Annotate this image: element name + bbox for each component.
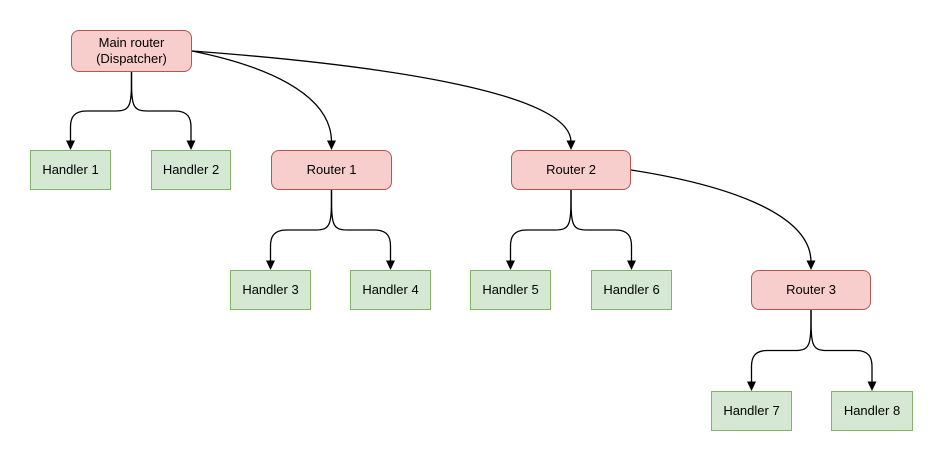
arrowhead-icon [627, 260, 636, 270]
edge-main-r1 [191, 50, 336, 150]
arrowhead-icon [566, 140, 576, 150]
edge-r1-h4 [330, 189, 395, 270]
node-label: Handler 8 [843, 402, 901, 418]
node-label: Main router (Dispatcher) [96, 34, 167, 66]
node-h8: Handler 8 [831, 391, 913, 431]
node-h4: Handler 4 [350, 270, 431, 310]
node-h1: Handler 1 [30, 150, 111, 190]
node-label: Router 1 [306, 161, 357, 177]
arrowhead-icon [806, 260, 816, 270]
edge-r2-h5 [506, 189, 572, 270]
edge-r3-h8 [810, 309, 877, 391]
node-r2: Router 2 [511, 150, 631, 190]
node-main: Main router (Dispatcher) [71, 30, 192, 72]
node-h3: Handler 3 [230, 270, 311, 310]
node-label: Handler 4 [362, 281, 419, 297]
edge-r2-r3 [630, 169, 816, 270]
edge-r2-h6 [570, 189, 636, 270]
arrowhead-icon [186, 140, 196, 150]
node-label: Handler 6 [603, 281, 660, 297]
edge-main-h1 [66, 71, 133, 150]
node-label: Handler 2 [162, 161, 220, 177]
node-label: Handler 7 [723, 402, 780, 418]
arrowhead-icon [867, 381, 877, 391]
node-h2: Handler 2 [151, 150, 231, 190]
edge-r1-h3 [266, 189, 333, 270]
node-label: Handler 3 [242, 281, 299, 297]
arrowhead-icon [327, 140, 336, 150]
arrowhead-icon [747, 381, 756, 391]
node-h6: Handler 6 [591, 270, 672, 310]
arrowhead-icon [386, 260, 395, 270]
edge-r3-h7 [747, 309, 812, 391]
node-label: Router 3 [786, 281, 836, 297]
arrowhead-icon [506, 260, 515, 270]
node-h5: Handler 5 [470, 270, 551, 310]
edge-main-r2 [191, 50, 576, 150]
arrowhead-icon [66, 140, 75, 150]
node-r3: Router 3 [751, 270, 871, 310]
arrowhead-icon [266, 260, 275, 270]
node-label: Handler 5 [482, 281, 539, 297]
node-r1: Router 1 [271, 150, 392, 190]
node-h7: Handler 7 [711, 391, 792, 431]
node-label: Handler 1 [42, 161, 99, 177]
edge-main-h2 [130, 71, 196, 150]
node-label: Router 2 [546, 161, 596, 177]
